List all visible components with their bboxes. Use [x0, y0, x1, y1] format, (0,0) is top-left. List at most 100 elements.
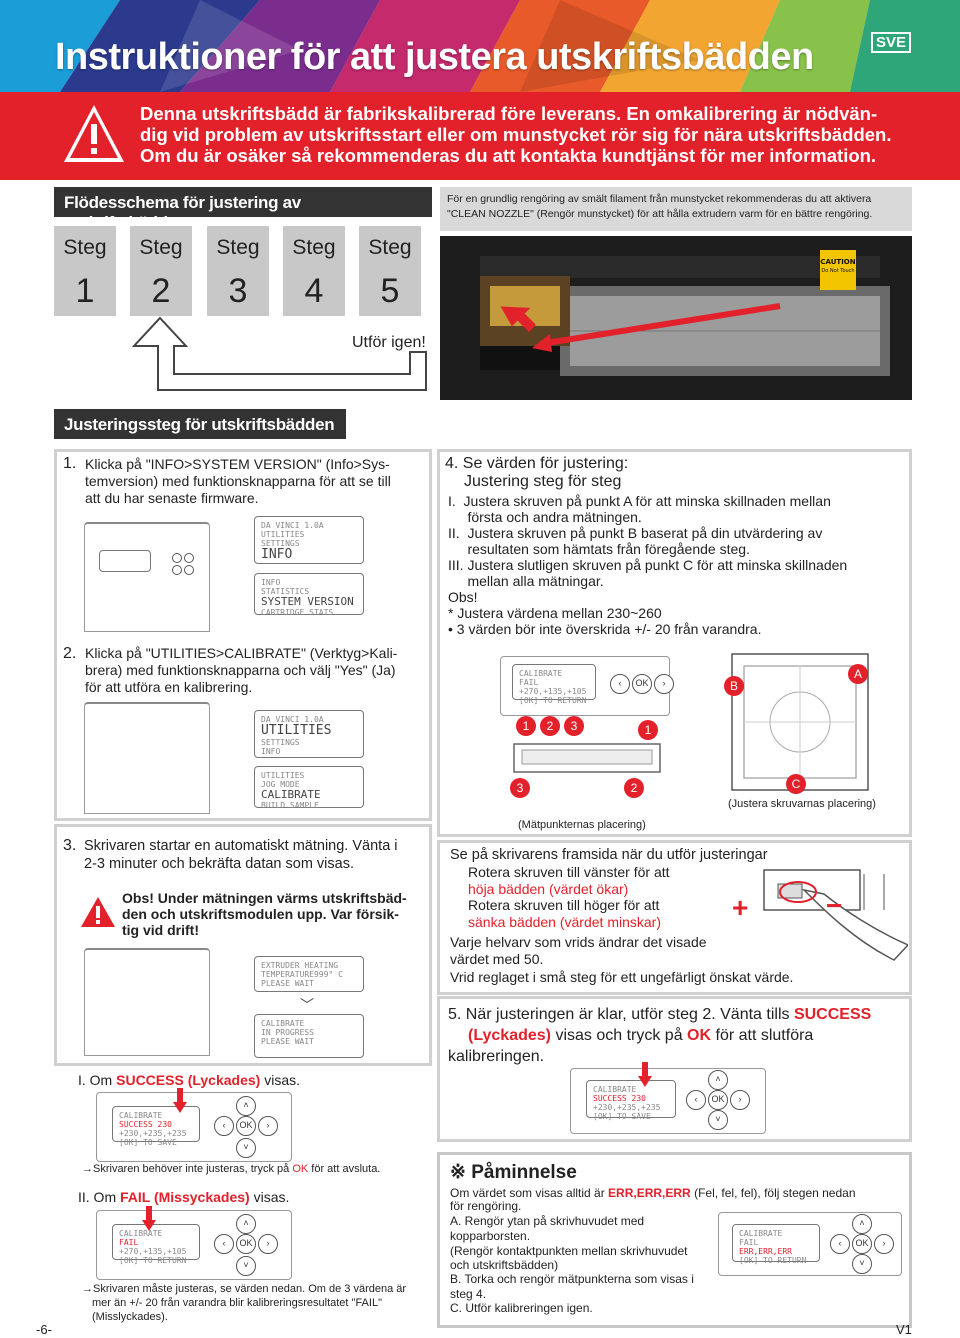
left-button[interactable]: ‹: [214, 1116, 234, 1136]
lcd-line: CALIBRATE: [593, 1085, 637, 1094]
reminder-display-frame: [718, 1212, 902, 1276]
lcd-line: SETTINGS: [261, 738, 300, 747]
left-button[interactable]: ‹: [610, 674, 630, 694]
right-button[interactable]: ›: [654, 674, 674, 694]
bed-screws-illustration: [731, 653, 869, 791]
down-button[interactable]: ˅: [236, 1256, 256, 1276]
step4-item-3: II. Justera skruven på punkt B baserat p…: [448, 525, 823, 541]
step5-highlight: (Lyckades): [468, 1027, 551, 1044]
mini-button-icon: [184, 565, 194, 575]
step3-obs-1: Obs! Under mätningen värms utskriftsbäd-: [122, 890, 407, 906]
ok-button[interactable]: OK: [236, 1116, 256, 1136]
lcd-line: +270,+135,+105: [119, 1247, 187, 1256]
screw-b-marker: B: [724, 676, 744, 696]
left-button[interactable]: ‹: [214, 1234, 234, 1254]
lcd-line: CALIBRATE: [739, 1229, 783, 1238]
right-button[interactable]: ›: [874, 1234, 894, 1254]
step-number: 3: [228, 272, 248, 310]
extruder-photo-drawing: CAUTION Do Not Touch: [440, 236, 912, 400]
lcd-line: [OK] TO SAVE: [593, 1112, 651, 1121]
printer-lcd-mini: [99, 550, 151, 572]
up-button[interactable]: ˄: [852, 1214, 872, 1234]
lcd-line: FAIL: [119, 1238, 139, 1247]
extruder-photo: CAUTION Do Not Touch: [440, 236, 912, 400]
up-button[interactable]: ˄: [236, 1096, 256, 1116]
turning-panel: [437, 840, 912, 995]
step-word: Steg: [216, 236, 260, 259]
success-lcd: CALIBRATE SUCCESS 230 +230,+235,+235 [OK…: [112, 1106, 200, 1147]
lcd-line: [OK] TO SAVE: [119, 1138, 177, 1147]
turning-line-3: Rotera skruven till höger för att: [468, 897, 660, 913]
step-number: 4: [304, 272, 324, 310]
reminder-line-7: B. Torka och rengör mätpunkterna som vis…: [450, 1272, 694, 1286]
extruder-rail-illustration: [513, 743, 661, 773]
point-1-marker: 1: [516, 716, 536, 736]
ok-button[interactable]: OK: [852, 1234, 872, 1254]
repeat-label: Utför igen!: [352, 334, 426, 351]
result-success-label: I. Om SUCCESS (Lyckades) visas.: [78, 1072, 300, 1088]
down-button[interactable]: ˅: [236, 1138, 256, 1158]
ok-button[interactable]: OK: [708, 1090, 728, 1110]
step4-item-range: * Justera värdena mellan 230~260: [448, 605, 662, 621]
point-2-marker: 2: [540, 716, 560, 736]
reminder-line-9: C. Utför kalibreringen igen.: [450, 1301, 593, 1315]
header-banner: Instruktioner för att justera utskriftsb…: [0, 0, 960, 92]
turning-heading: Se på skrivarens framsida när du utför j…: [450, 847, 768, 863]
step4-item-5: III. Justera slutligen skruven på punkt …: [448, 557, 848, 573]
right-button[interactable]: ›: [258, 1234, 278, 1254]
caution-sub-label: Do Not Touch: [821, 268, 854, 274]
lcd-line: IN PROGRESS: [261, 1028, 314, 1037]
mini-button-icon: [172, 565, 182, 575]
turning-line-1: Rotera skruven till vänster för att: [468, 864, 670, 880]
printer-illustration: [84, 948, 210, 1056]
left-steps-panel: [54, 449, 432, 821]
ok-button[interactable]: OK: [236, 1234, 256, 1254]
step4-item-1: I. Justera skruven på punkt A för att mi…: [448, 493, 831, 509]
page-title: Instruktioner för att justera utskriftsb…: [55, 36, 814, 78]
ok-button[interactable]: OK: [632, 674, 652, 694]
reminder-line-5: (Rengör kontaktpunkten mellan skrivhuvud…: [450, 1244, 688, 1258]
reminder-line-2: för rengöring.: [450, 1199, 522, 1213]
left-button[interactable]: ‹: [686, 1090, 706, 1110]
left-button[interactable]: ‹: [830, 1234, 850, 1254]
step4-item-2: första och andra mätningen.: [448, 509, 642, 525]
up-button[interactable]: ˄: [236, 1214, 256, 1234]
reminder-title: ※ Påminnelse: [450, 1162, 577, 1183]
point-3-marker: 3: [564, 716, 584, 736]
screws-caption: (Justera skruvarnas placering): [728, 798, 876, 810]
right-button[interactable]: ›: [258, 1116, 278, 1136]
reminder-lcd: CALIBRATE FAIL ERR,ERR,ERR [OK] TO RETUR…: [732, 1224, 820, 1265]
right-button[interactable]: ›: [730, 1090, 750, 1110]
step4-item-variance: • 3 värden bör inte överskrida +/- 20 fr…: [448, 621, 762, 637]
lcd-line: JOG MODE: [261, 780, 300, 789]
note-text: →Skrivaren behöver inte justeras, tryck …: [82, 1163, 293, 1175]
lcd-line: CALIBRATE: [119, 1229, 163, 1238]
down-button[interactable]: ˅: [708, 1110, 728, 1130]
step2-line-2: brera) med funktionsknapparna och välj "…: [85, 662, 396, 678]
lcd-line: [OK] TO RETURN: [519, 696, 587, 705]
step2-lcd-utilities: UTILITIES JOG MODE CALIBRATE BUILD SAMPL…: [254, 766, 364, 810]
label-text: visas.: [249, 1189, 290, 1205]
lcd-line: DA VINCI 1.0A: [261, 715, 324, 724]
lcd-line: UTILITIES: [261, 771, 305, 780]
step1-lcd-info: INFO STATISTICS SYSTEM VERSION CARTRIDGE…: [254, 573, 364, 617]
step3-line-2: 2-3 minuter och bekräfta datan som visas…: [84, 856, 354, 872]
step5-highlight: OK: [687, 1027, 712, 1044]
step-number: 2: [151, 272, 171, 310]
up-button[interactable]: ˄: [708, 1070, 728, 1090]
fail-display-frame: [96, 1210, 292, 1280]
step4-item-4: resultaten som hämtats från föregående s…: [448, 541, 750, 557]
step3-obs-3: tig vid drift!: [122, 922, 199, 938]
lcd-line: CALIBRATE: [261, 1019, 305, 1028]
step1-number: 1.: [63, 455, 77, 472]
lcd-line: UTILITIES: [261, 530, 305, 539]
warning-line-1: Denna utskriftsbädd är fabrikskalibrerad…: [140, 103, 878, 124]
down-button[interactable]: ˅: [852, 1254, 872, 1274]
step2-number: 2.: [63, 645, 77, 662]
step3-number: 3.: [63, 837, 77, 854]
screw-c-marker: C: [786, 774, 806, 794]
step-number: 1: [75, 272, 95, 310]
lcd-selected-line: SYSTEM VERSION: [261, 595, 354, 608]
